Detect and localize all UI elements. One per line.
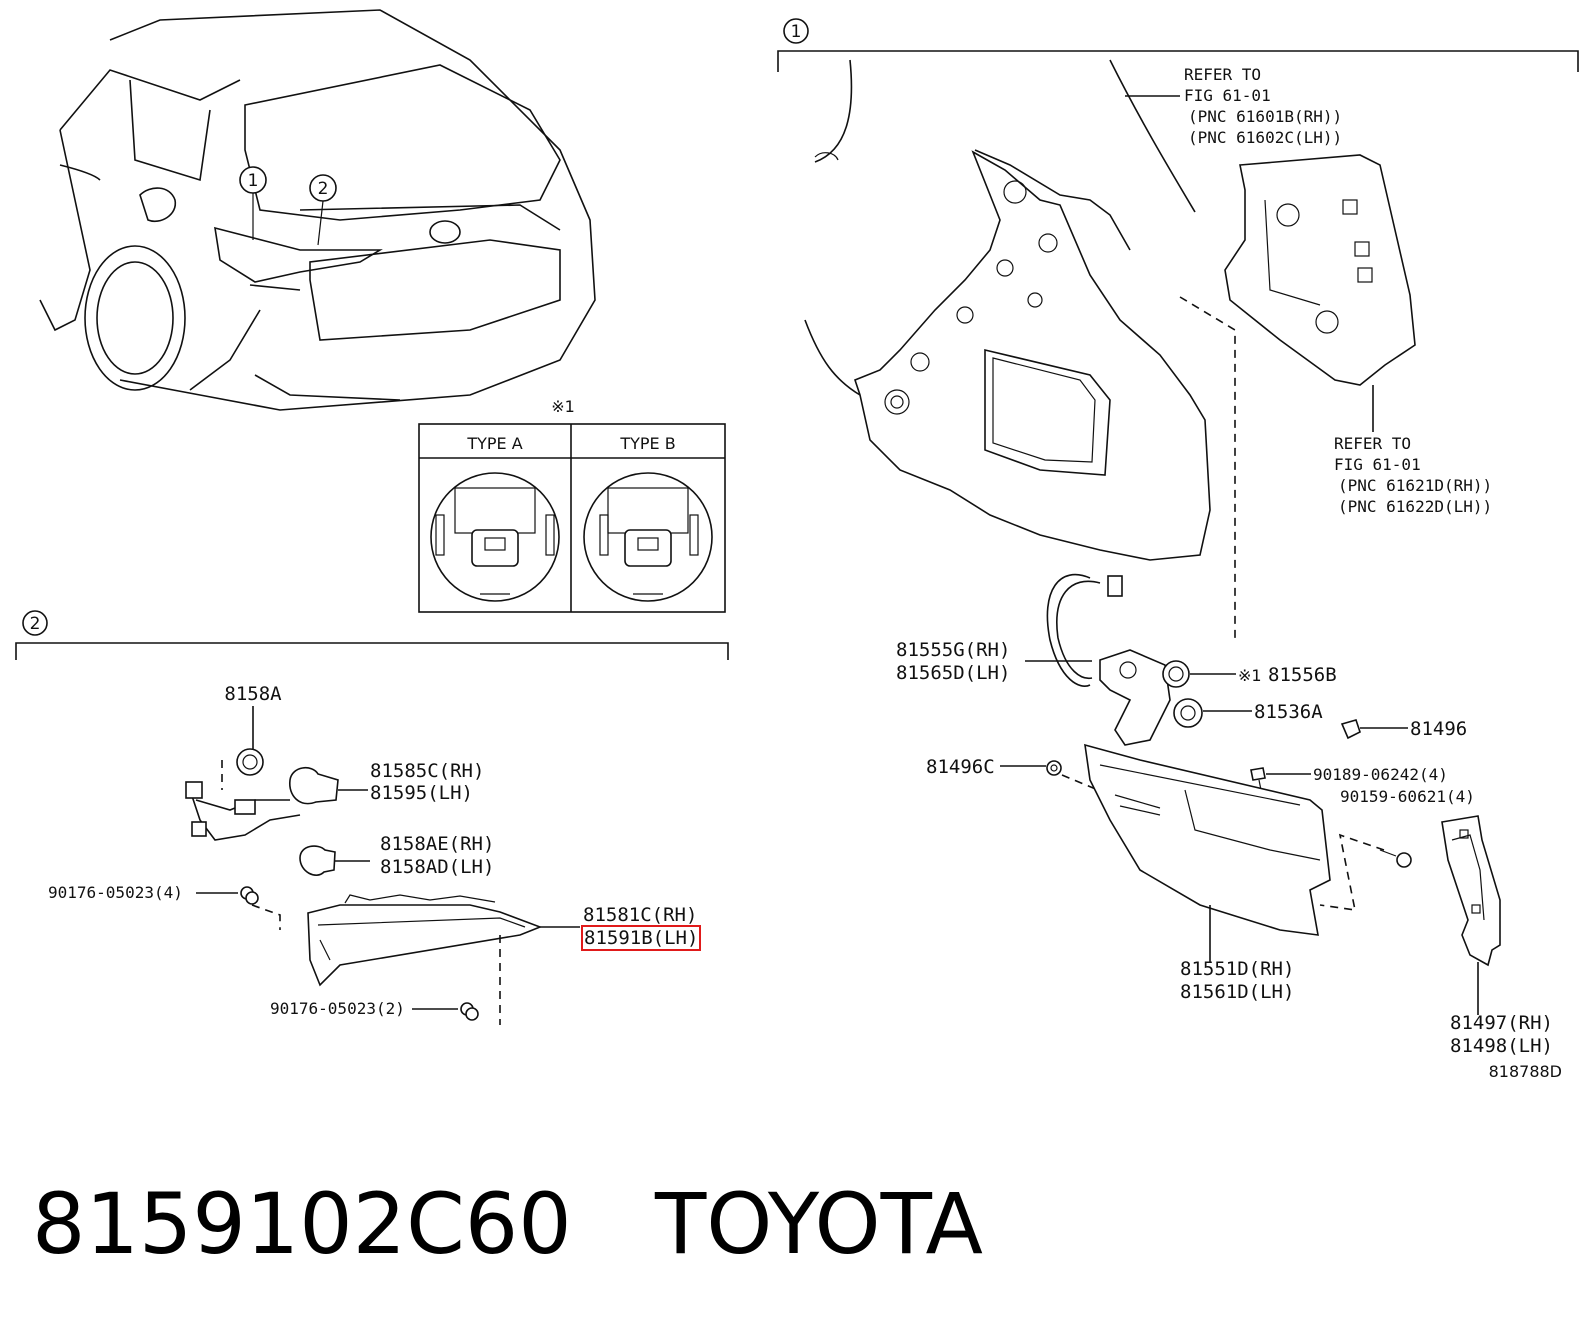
label-81591b: 81591B(LH)	[584, 927, 698, 949]
section-1-outer-lamp: 1 REFER TO FIG 61-01 (PNC 61601B(RH)) (P…	[777, 18, 1579, 1081]
type-a-socket-icon	[430, 472, 560, 602]
note-mark-1: ※1	[551, 397, 575, 416]
refer-bottom-line2: FIG 61-01	[1334, 455, 1421, 474]
refer-top-line4: (PNC 61602C(LH))	[1188, 128, 1342, 147]
highlight-selected-part	[581, 925, 701, 951]
label-81585c: 81585C(RH)	[370, 760, 484, 782]
label-81536a: 81536A	[1254, 701, 1323, 723]
label-81556b: 81556B	[1268, 664, 1337, 686]
callout-1-section: 1	[791, 22, 802, 42]
section-2-inner-lamp: 2 8158A 81585C(RH) 81595(LH) 8158AE(RH) …	[15, 610, 729, 1025]
type-b-label: TYPE B	[619, 434, 675, 453]
refer-bottom-line4: (PNC 61622D(LH))	[1338, 497, 1492, 516]
label-8158ad: 8158AD(LH)	[380, 856, 494, 878]
label-81565d: 81565D(LH)	[896, 662, 1010, 684]
part-number: 8159102C60	[32, 1175, 572, 1273]
label-81555g: 81555G(RH)	[896, 639, 1010, 661]
callout-2-section: 2	[30, 614, 41, 634]
callout-2-overview: 2	[318, 179, 329, 199]
label-81595: 81595(LH)	[370, 782, 473, 804]
label-81561d: 81561D(LH)	[1180, 981, 1294, 1003]
note-mark-81556b: ※1	[1238, 666, 1262, 685]
brand-name: TOYOTA	[654, 1175, 983, 1273]
type-a-label: TYPE A	[466, 434, 522, 453]
label-90159: 90159-60621(4)	[1340, 787, 1475, 806]
label-81498: 81498(LH)	[1450, 1035, 1553, 1057]
label-90176-2: 90176-05023(2)	[270, 999, 405, 1018]
callout-1-overview: 1	[248, 171, 259, 191]
refer-top-line1: REFER TO	[1184, 65, 1261, 84]
type-b-socket-icon	[583, 472, 713, 602]
label-90189: 90189-06242(4)	[1313, 765, 1448, 784]
label-90176-4: 90176-05023(4)	[48, 883, 183, 902]
refer-top-line3: (PNC 61601B(RH))	[1188, 107, 1342, 126]
vehicle-overview-illustration: 1 2	[39, 9, 596, 411]
refer-bottom-line3: (PNC 61621D(RH))	[1338, 476, 1492, 495]
label-81496c: 81496C	[926, 756, 995, 778]
refer-top-line2: FIG 61-01	[1184, 86, 1271, 105]
label-8158ae: 8158AE(RH)	[380, 833, 494, 855]
label-81581c: 81581C(RH)	[583, 904, 697, 926]
socket-type-table: ※1 TYPE A TYPE B	[418, 397, 726, 613]
label-81496: 81496	[1410, 718, 1467, 740]
label-81551d: 81551D(RH)	[1180, 958, 1294, 980]
label-8158a: 8158A	[224, 683, 282, 705]
label-81497: 81497(RH)	[1450, 1012, 1553, 1034]
refer-bottom-line1: REFER TO	[1334, 434, 1411, 453]
figure-code: 818788D	[1489, 1062, 1562, 1081]
